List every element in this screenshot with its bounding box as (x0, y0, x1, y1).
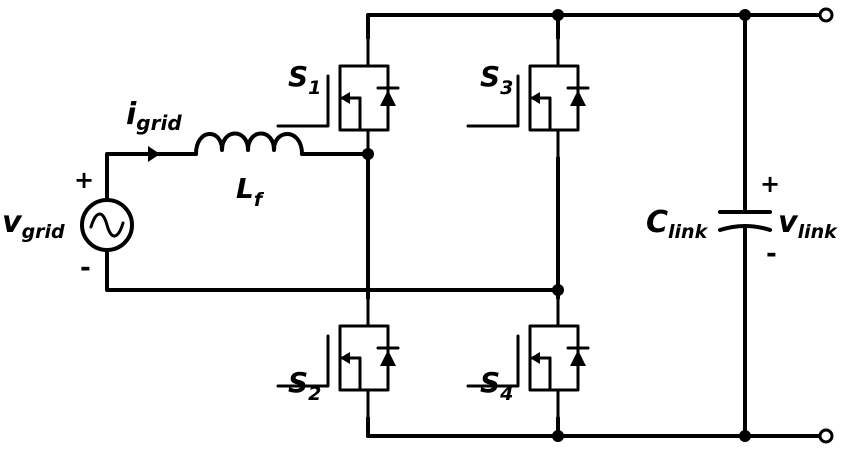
label-s1: S1 (288, 60, 321, 99)
top-dc-bus (366, 13, 828, 40)
label-s2: S2 (288, 366, 321, 405)
label-vgrid: vgrid (2, 205, 65, 243)
bottom-dc-bus (366, 416, 828, 438)
inductor-lf (194, 131, 304, 156)
grid-plus-sign: + (74, 166, 94, 194)
label-lf: Lf (236, 172, 265, 211)
current-arrow-icon (148, 146, 160, 162)
link-plus-sign: + (760, 170, 780, 198)
switch-s2 (276, 296, 400, 420)
label-igrid: igrid (126, 97, 182, 135)
terminal-top (818, 7, 834, 23)
label-vlink: vlink (778, 205, 838, 243)
grid-loop-wires (105, 152, 560, 292)
capacitor-clink (718, 13, 772, 438)
label-s3: S3 (480, 60, 513, 99)
label-s4: S4 (480, 366, 513, 405)
junction-dots (362, 9, 751, 442)
switch-s4 (466, 296, 590, 420)
terminal-bottom (818, 428, 834, 444)
switch-s3 (466, 36, 590, 160)
grid-minus-sign: - (80, 253, 91, 283)
link-minus-sign: - (766, 239, 777, 269)
ac-source-icon (80, 198, 134, 252)
label-clink: Clink (646, 205, 709, 243)
